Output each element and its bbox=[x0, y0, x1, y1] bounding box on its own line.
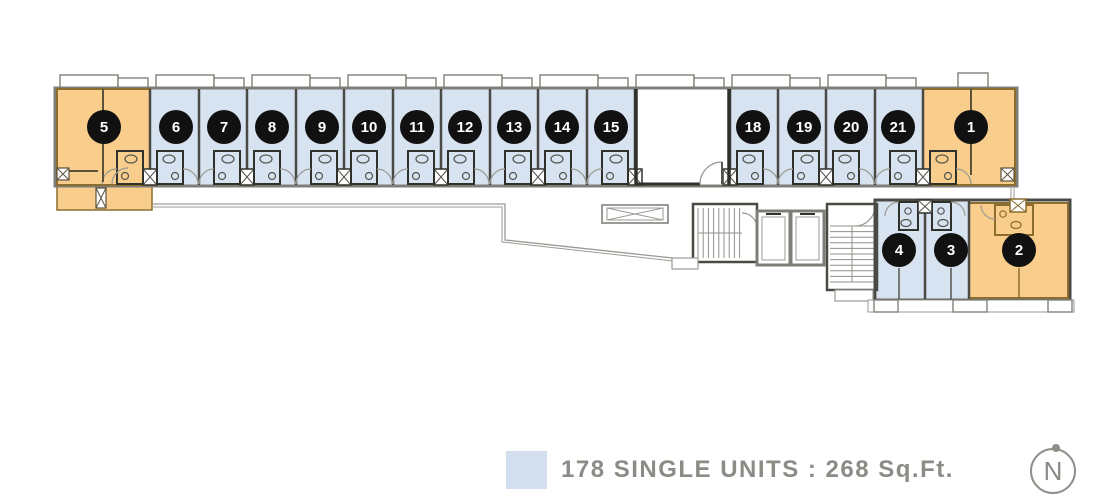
single-unit-swatch bbox=[506, 451, 547, 489]
unit-badge[interactable]: 4 bbox=[882, 233, 916, 267]
building-outline-top-row bbox=[53, 86, 1019, 188]
window-unit1 bbox=[957, 72, 989, 89]
stairwell-west bbox=[671, 202, 759, 270]
unit-badge[interactable]: 5 bbox=[87, 110, 121, 144]
compass-dot-icon bbox=[1052, 444, 1060, 452]
unit-badge[interactable]: 7 bbox=[207, 110, 241, 144]
unit1-interior bbox=[970, 89, 1015, 182]
unit-badge[interactable]: 20 bbox=[834, 110, 868, 144]
legend-label: 178 SINGLE UNITS : 268 Sq.Ft. bbox=[561, 456, 954, 483]
unit-badge[interactable]: 1 bbox=[954, 110, 988, 144]
north-compass: N bbox=[1030, 444, 1076, 494]
unit5-interior bbox=[56, 89, 129, 209]
unit-badge[interactable]: 21 bbox=[881, 110, 915, 144]
unit-badge[interactable]: 12 bbox=[448, 110, 482, 144]
unit-badge[interactable]: 19 bbox=[787, 110, 821, 144]
window-band bbox=[59, 74, 917, 89]
unit-badge[interactable]: 6 bbox=[159, 110, 193, 144]
unit-badge[interactable]: 13 bbox=[497, 110, 531, 144]
unit-badge[interactable]: 11 bbox=[400, 110, 434, 144]
unit-badge[interactable]: 15 bbox=[594, 110, 628, 144]
unit-badge[interactable]: 18 bbox=[736, 110, 770, 144]
compass-north-label: N bbox=[1043, 455, 1063, 486]
upper-lobby-room bbox=[634, 89, 731, 186]
legend: 178 SINGLE UNITS : 268 Sq.Ft. bbox=[506, 451, 954, 489]
unit-badge[interactable]: 9 bbox=[305, 110, 339, 144]
elevator-shafts bbox=[755, 209, 826, 267]
corridor-line bbox=[152, 203, 692, 264]
vent-shaft bbox=[601, 204, 669, 224]
unit-badge[interactable]: 8 bbox=[255, 110, 289, 144]
compass-circle-icon: N bbox=[1030, 448, 1076, 494]
unit-badge[interactable]: 14 bbox=[545, 110, 579, 144]
lower-window-band bbox=[867, 299, 1075, 313]
bathroom-clusters bbox=[101, 150, 972, 186]
unit-badge[interactable]: 2 bbox=[1002, 233, 1036, 267]
unit-badge[interactable]: 3 bbox=[934, 233, 968, 267]
stairwell-east bbox=[825, 202, 879, 302]
unit-badge[interactable]: 10 bbox=[352, 110, 386, 144]
lower-block-interior bbox=[884, 198, 1034, 299]
